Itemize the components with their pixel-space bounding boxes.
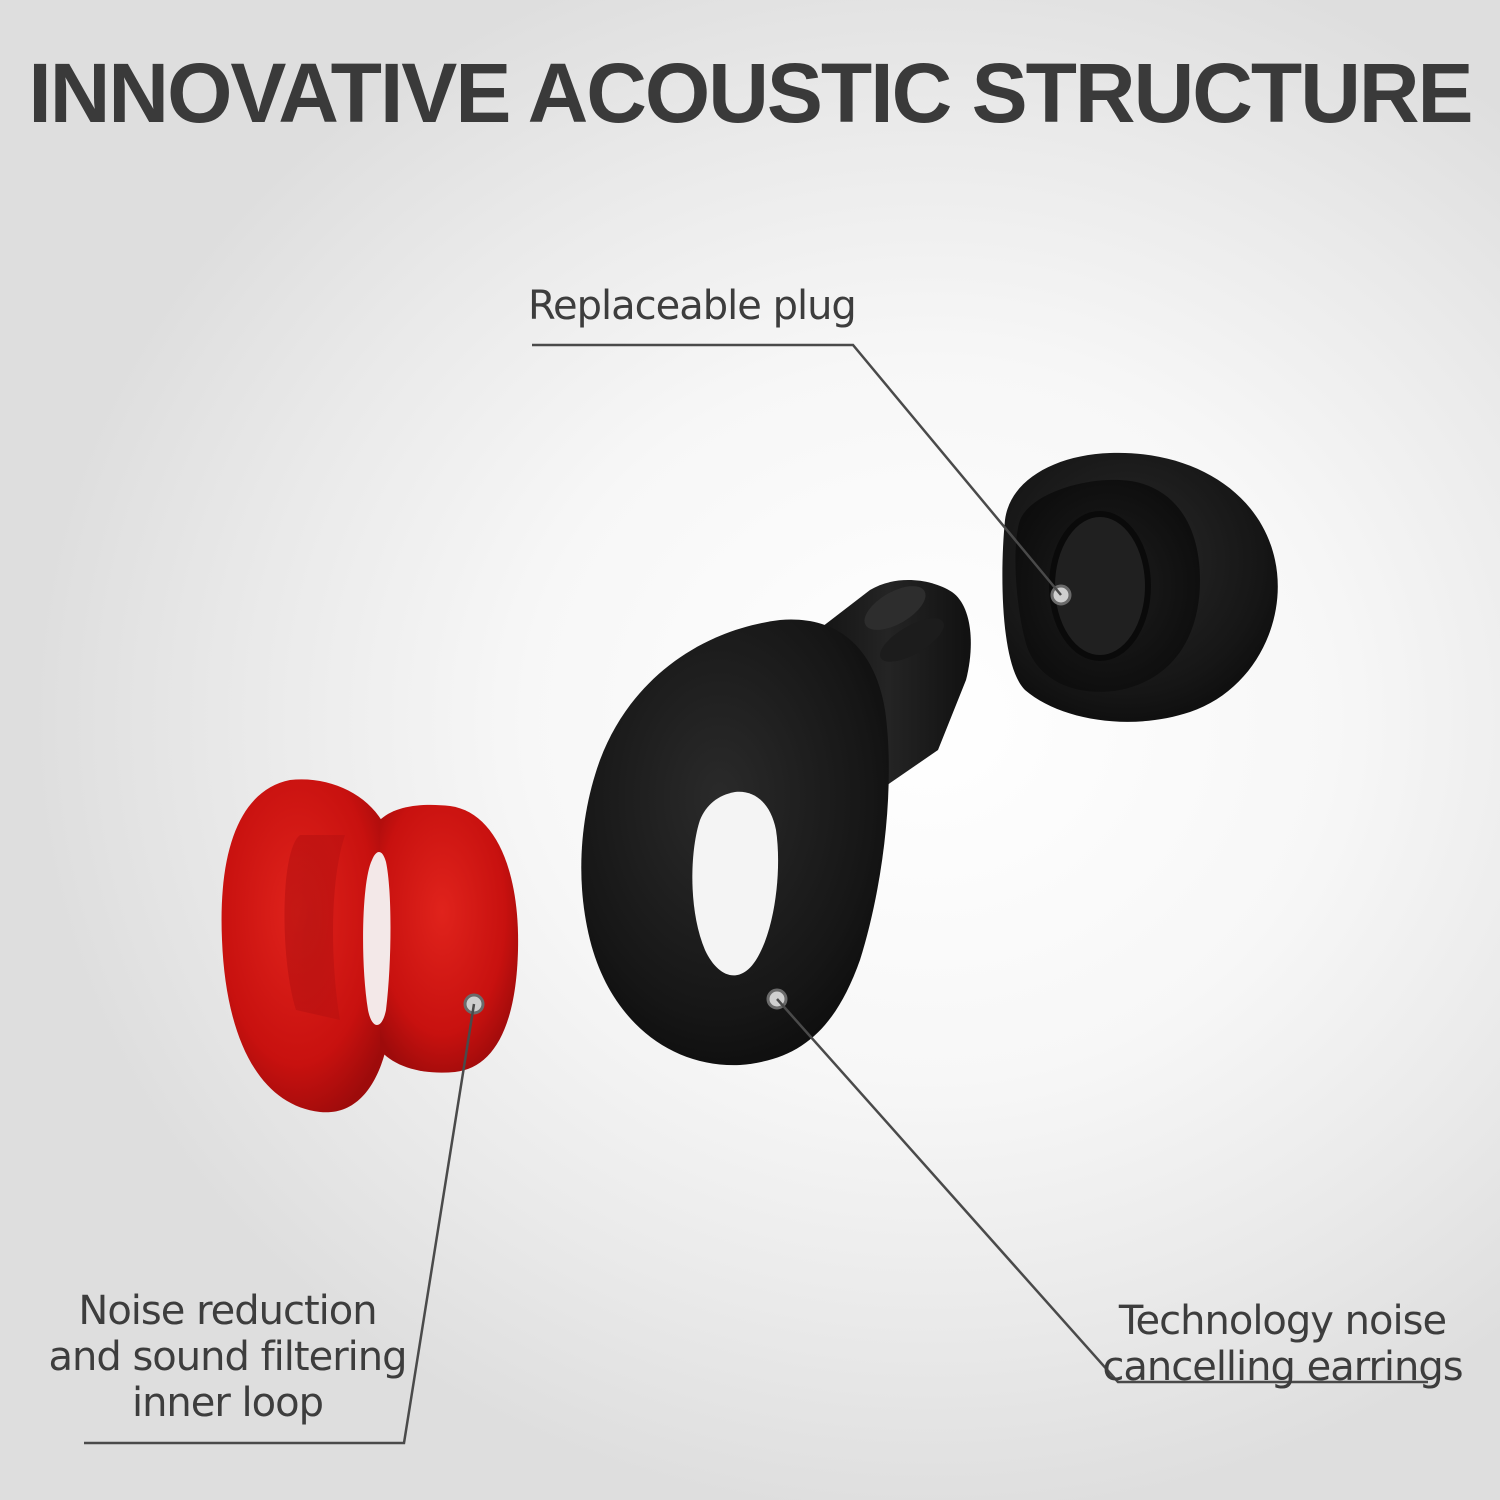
earring-part [581, 580, 971, 1066]
callout-label: Replaceable plug [528, 283, 857, 329]
earring-stem-ridge [864, 586, 926, 630]
callout-line: cancelling earrings [1102, 1344, 1463, 1390]
callout-replaceable-plug: Replaceable plug [528, 283, 857, 329]
callout-line: and sound filtering [48, 1334, 408, 1380]
plug-leader-line [532, 343, 1062, 596]
loop-leader-line [84, 1003, 476, 1445]
inner-loop-opening [363, 852, 391, 1025]
callout-earring: Technology noise cancelling earrings [1100, 1298, 1465, 1390]
callout-line: Noise reduction [78, 1288, 377, 1334]
inner-loop-shadow [284, 835, 345, 1020]
leader-lines [84, 343, 1428, 1445]
earring-loop-hole [692, 791, 779, 976]
inner-loop-barrel [380, 804, 519, 1073]
inner-loop-part [221, 779, 519, 1113]
replaceable-plug-part [1002, 452, 1278, 722]
callout-line: inner loop [131, 1380, 324, 1426]
headline: INNOVATIVE ACOUSTIC STRUCTURE [28, 46, 1473, 140]
earring-stem-ridge [880, 618, 944, 662]
callout-line: Technology noise [1118, 1298, 1447, 1344]
callout-inner-loop: Noise reduction and sound filtering inne… [40, 1288, 415, 1426]
earring-leader-line [776, 998, 1428, 1384]
